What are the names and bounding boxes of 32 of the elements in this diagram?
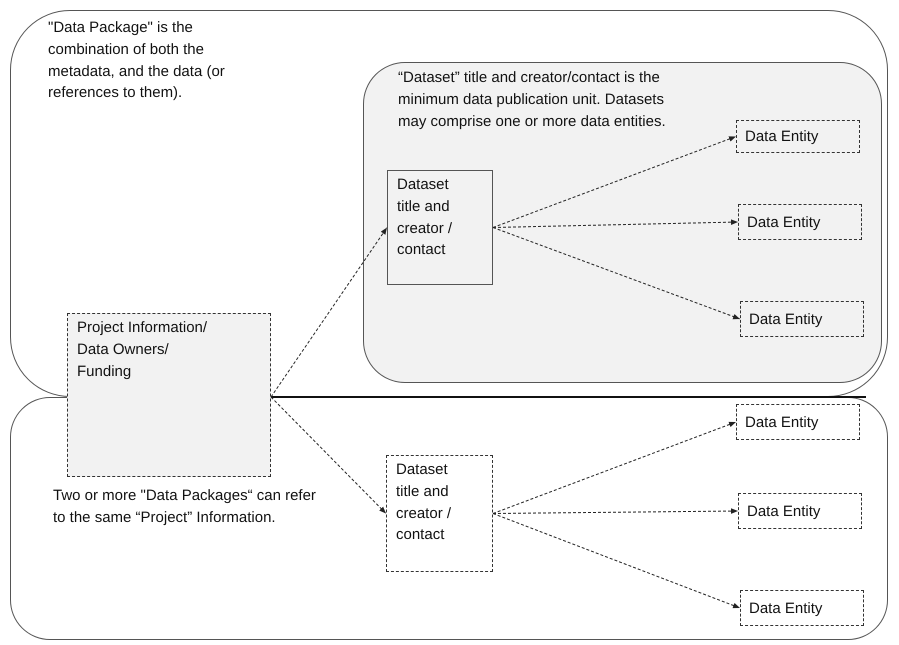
node-text: Data Entity <box>749 599 824 619</box>
entity-box <box>740 590 864 626</box>
node-text: Dataset title and creator / contact <box>397 175 454 260</box>
arrow <box>492 508 738 514</box>
arrow <box>270 227 388 398</box>
package-panel <box>10 397 888 640</box>
node-text: Project Information/ Data Owners/ Funding <box>77 318 208 382</box>
arrow <box>270 396 386 514</box>
node-text: Data Entity <box>747 502 822 522</box>
node-text: Data Entity <box>747 213 822 233</box>
entity-box <box>740 301 864 337</box>
arrow <box>492 513 740 608</box>
node-text: “Dataset” title and creator/contact is the minimum data publication unit. Datasets may comprise one or more data entities. <box>398 68 666 132</box>
entity-box <box>736 404 860 440</box>
dataset-panel <box>363 62 882 383</box>
entity-box <box>738 493 862 529</box>
package-panel <box>10 10 888 397</box>
entity-box <box>736 120 860 153</box>
dataset-box <box>387 170 493 285</box>
node-text: Dataset title and creator / contact <box>396 460 452 546</box>
node-text: Two or more "Data Packages“ can refer to the same “Project” Information. <box>53 486 317 528</box>
node-text: Data Entity <box>749 310 824 330</box>
arrow <box>492 422 736 514</box>
arrow <box>492 219 738 228</box>
project-box <box>67 313 271 477</box>
entity-box <box>738 204 862 240</box>
node-text: Data Entity <box>745 127 820 147</box>
dataset-box <box>386 455 493 572</box>
node-text: Data Entity <box>745 413 820 433</box>
arrow <box>492 136 736 228</box>
node-text: "Data Package" is the combination of both the metadata, and the data (or references to them). <box>48 18 226 104</box>
arrow <box>492 227 740 320</box>
